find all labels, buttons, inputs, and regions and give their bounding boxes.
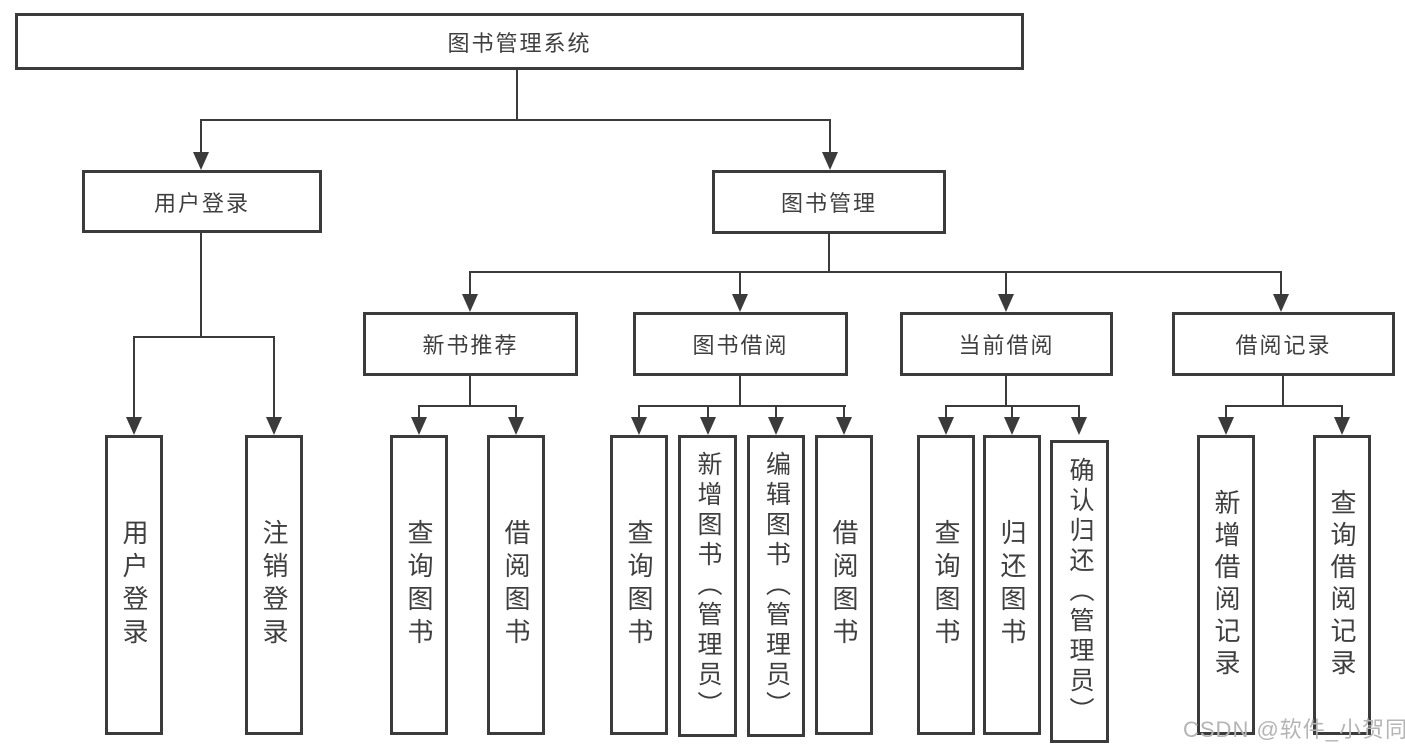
- leaf-edit-books-admin: 编辑图书（管理员）: [747, 435, 805, 737]
- connector-borrow-stem: [739, 376, 741, 406]
- arrow-down-icon: [1004, 417, 1020, 435]
- connector-recommend-drop-1: [418, 405, 420, 418]
- node-book-borrowing: 图书借阅: [633, 312, 848, 376]
- leaf-logout-label: 注销登录: [259, 519, 289, 651]
- connector-records-drop-1: [1225, 405, 1227, 418]
- node-current-borrowing: 当前借阅: [900, 312, 1113, 376]
- connector-borrow-drop-4: [843, 405, 845, 418]
- leaf-recommend-borrow-books: 借阅图书: [487, 435, 545, 735]
- node-root-system-label: 图书管理系统: [447, 30, 592, 56]
- connector-mgmt-stem: [828, 234, 830, 271]
- connector-current-drop-3: [1078, 405, 1080, 418]
- arrow-down-icon: [938, 417, 954, 435]
- connector-borrow-drop-3: [775, 405, 777, 418]
- arrow-down-icon: [266, 417, 282, 435]
- connector-mgmt-hbar: [469, 271, 1282, 273]
- leaf-borrow-query-books: 查询图书: [610, 435, 668, 735]
- leaf-user-login-label: 用户登录: [119, 519, 149, 651]
- node-book-borrowing-label: 图书借阅: [692, 333, 789, 358]
- connector-root-drop-right: [829, 119, 831, 154]
- arrow-down-icon: [1218, 417, 1234, 435]
- connector-borrow-drop-2: [707, 405, 709, 418]
- connector-root-stem: [516, 70, 518, 119]
- leaf-current-query-books-label: 查询图书: [931, 519, 961, 651]
- leaf-borrow-books: 借阅图书: [815, 435, 873, 735]
- arrow-down-icon: [1273, 294, 1289, 312]
- leaf-query-borrow-record: 查询借阅记录: [1313, 435, 1371, 735]
- node-user-login: 用户登录: [82, 170, 322, 233]
- arrow-down-icon: [411, 417, 427, 435]
- arrow-down-icon: [1334, 417, 1350, 435]
- connector-recommend-hbar: [418, 405, 517, 407]
- node-current-borrowing-label: 当前借阅: [958, 333, 1055, 358]
- arrow-down-icon: [998, 294, 1014, 312]
- leaf-recommend-borrow-books-label: 借阅图书: [501, 519, 531, 651]
- node-borrowing-records-label: 借阅记录: [1235, 333, 1332, 358]
- arrow-down-icon: [631, 417, 647, 435]
- node-borrowing-records: 借阅记录: [1172, 312, 1395, 376]
- leaf-borrow-books-label: 借阅图书: [829, 519, 859, 651]
- leaf-recommend-query-books: 查询图书: [390, 435, 448, 735]
- connector-login-drop-1: [133, 336, 135, 418]
- leaf-query-borrow-record-label: 查询借阅记录: [1327, 489, 1357, 681]
- leaf-edit-books-admin-label: 编辑图书（管理员）: [762, 451, 791, 721]
- leaf-borrow-query-books-label: 查询图书: [624, 519, 654, 651]
- leaf-user-login: 用户登录: [105, 435, 163, 735]
- csdn-watermark-text: CSDN @软件_小贺同学: [1183, 717, 1405, 742]
- node-root-system: 图书管理系统: [15, 13, 1024, 70]
- connector-root-drop-left: [200, 119, 202, 154]
- connector-records-drop-2: [1341, 405, 1343, 418]
- arrow-down-icon: [508, 417, 524, 435]
- leaf-recommend-query-books-label: 查询图书: [404, 519, 434, 651]
- leaf-return-books-label: 归还图书: [997, 519, 1027, 651]
- node-new-book-recommendation-label: 新书推荐: [422, 333, 519, 358]
- connector-current-drop-2: [1011, 405, 1013, 418]
- connector-mgmt-drop-3: [1005, 271, 1007, 296]
- arrow-down-icon: [193, 152, 209, 170]
- leaf-current-query-books: 查询图书: [917, 435, 975, 735]
- node-user-login-label: 用户登录: [153, 190, 250, 216]
- connector-current-stem: [1005, 376, 1007, 406]
- leaf-confirm-return-admin-label: 确认归还（管理员）: [1066, 456, 1094, 727]
- csdn-watermark: CSDN @软件_小贺同学: [1183, 712, 1405, 744]
- leaf-add-books-admin: 新增图书（管理员）: [678, 435, 737, 737]
- connector-recommend-stem: [469, 376, 471, 406]
- connector-records-hbar: [1225, 405, 1343, 407]
- node-book-management-label: 图书管理: [780, 191, 877, 216]
- connector-recommend-drop-2: [515, 405, 517, 418]
- arrow-down-icon: [1071, 417, 1087, 435]
- connector-login-drop-2: [273, 336, 275, 418]
- connector-borrow-hbar: [638, 405, 846, 407]
- connector-login-stem: [200, 233, 202, 336]
- connector-login-hbar: [133, 336, 275, 338]
- node-book-management: 图书管理: [712, 170, 946, 234]
- leaf-add-books-admin-label: 新增图书（管理员）: [694, 451, 722, 721]
- arrow-down-icon: [822, 152, 838, 170]
- connector-mgmt-drop-4: [1280, 271, 1282, 296]
- connector-records-stem: [1282, 376, 1284, 406]
- leaf-add-borrow-record-label: 新增借阅记录: [1211, 489, 1241, 681]
- leaf-logout: 注销登录: [245, 435, 303, 735]
- arrow-down-icon: [768, 417, 784, 435]
- arrow-down-icon: [126, 417, 142, 435]
- connector-mgmt-drop-2: [739, 271, 741, 296]
- arrow-down-icon: [836, 417, 852, 435]
- leaf-add-borrow-record: 新增借阅记录: [1197, 435, 1255, 735]
- node-new-book-recommendation: 新书推荐: [363, 312, 578, 376]
- connector-current-drop-1: [945, 405, 947, 418]
- connector-mgmt-drop-1: [469, 271, 471, 296]
- connector-borrow-drop-1: [638, 405, 640, 418]
- arrow-down-icon: [462, 294, 478, 312]
- connector-root-hbar: [200, 119, 831, 121]
- leaf-confirm-return-admin: 确认归还（管理员）: [1050, 440, 1109, 743]
- leaf-return-books: 归还图书: [983, 435, 1041, 735]
- arrow-down-icon: [700, 417, 716, 435]
- arrow-down-icon: [732, 294, 748, 312]
